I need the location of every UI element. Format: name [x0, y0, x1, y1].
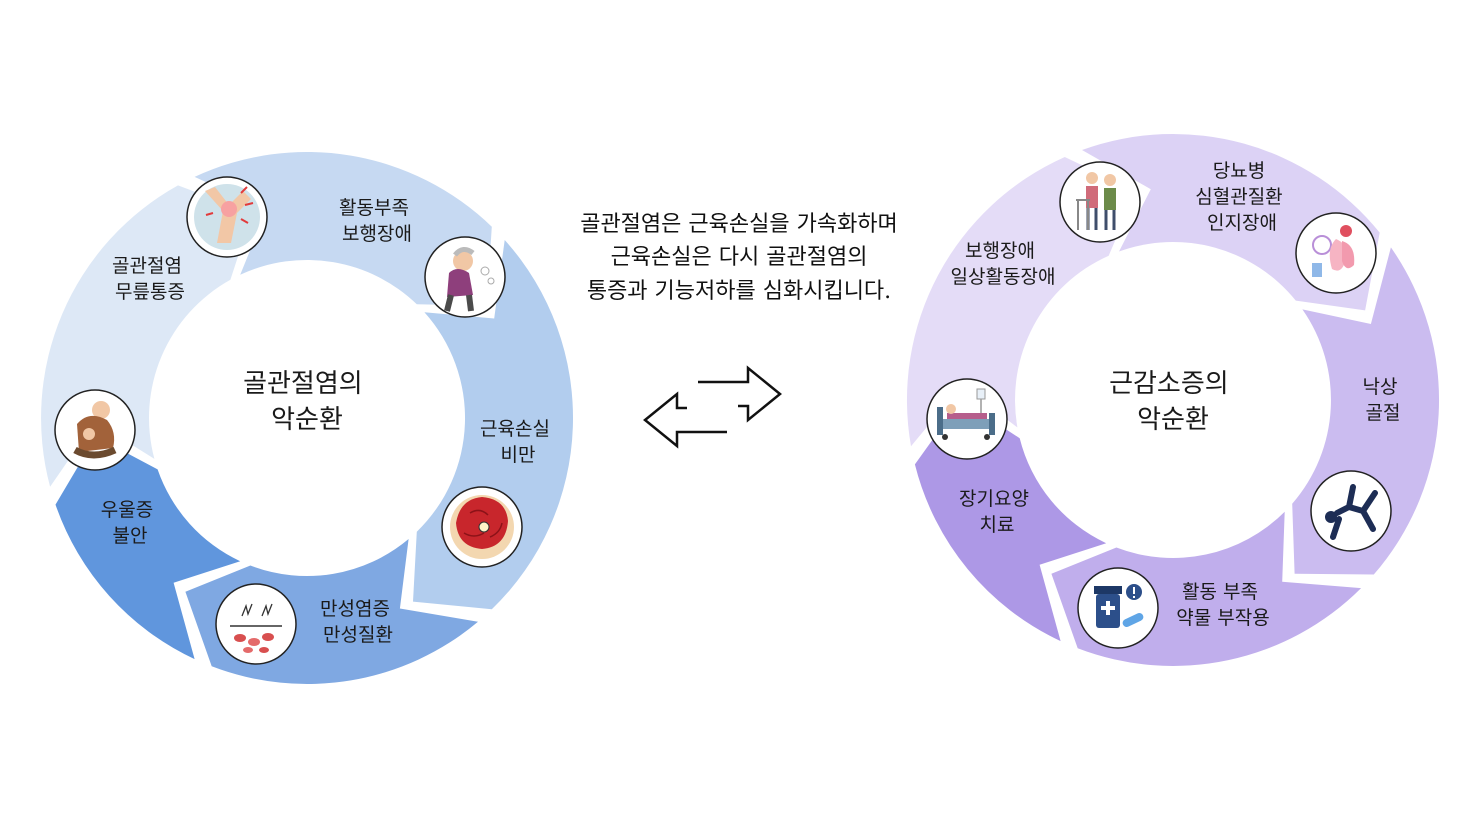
- oa-label-1: 골관절염 무릎통증: [112, 255, 188, 303]
- oa-segment-5: [55, 436, 241, 660]
- sarcopenia-cycle: 보행장애 일상활동장애 당뇨병 심혈관질환 인지장애 낙상 골절 활동 부족 약…: [906, 133, 1440, 666]
- middle-line-2: 근육손실은 다시 골관절염의: [611, 245, 868, 270]
- oa-label-2: 활동부족 보행장애: [339, 197, 415, 245]
- sarcopenia-label-3: 낙상 골절: [1362, 376, 1403, 424]
- oa-segment-2: [194, 151, 492, 306]
- oa-label-3: 근육손실 비만: [480, 418, 556, 466]
- middle-line-3: 통증과 기능저하를 심화시킵니다.: [587, 279, 891, 304]
- knee-joint-pain-icon: [186, 176, 268, 258]
- sarcopenia-label-1: 보행장애 일상활동장애: [951, 240, 1056, 288]
- sarcopenia-center-title: 근감소증의 악순환: [1109, 369, 1237, 435]
- sarcopenia-segment-5: [914, 400, 1107, 642]
- middle-line-1: 골관절염은 근육손실을 가속화하며: [580, 212, 898, 237]
- depressed-elderly-man-icon: [54, 389, 136, 471]
- sarcopenia-label-5: 장기요양 치료: [959, 488, 1035, 536]
- falling-person-icon: [1310, 470, 1392, 552]
- elderly-walking-difficulty-icon: [424, 236, 506, 318]
- medicine-bottle-pills-icon: [1077, 567, 1159, 649]
- sarcopenia-label-4: 활동 부족 약물 부작용: [1176, 581, 1269, 629]
- muscle-cross-section-icon: [441, 486, 523, 568]
- elderly-with-walker-icon: [1059, 161, 1141, 243]
- hospital-bed-patient-icon: [926, 378, 1008, 460]
- bidirectional-arrow-icon: [643, 365, 782, 449]
- sarcopenia-label-2: 당뇨병 심혈관질환 인지장애: [1195, 160, 1288, 234]
- oa-label-5: 우울증 불안: [101, 499, 160, 547]
- oa-cycle: 골관절염 무릎통증 활동부족 보행장애 근육손실 비만 만성염증 만성질환 우울…: [41, 151, 574, 684]
- inflamed-blood-cells-icon: [215, 583, 297, 665]
- oa-center-title: 골관절염의 악순환: [243, 369, 371, 435]
- chronic-disease-organs-icon: [1295, 212, 1377, 294]
- oa-label-4: 만성염증 만성질환: [320, 598, 396, 646]
- middle-explanation: 골관절염은 근육손실을 가속화하며 근육손실은 다시 골관절염의 통증과 기능저…: [580, 212, 898, 304]
